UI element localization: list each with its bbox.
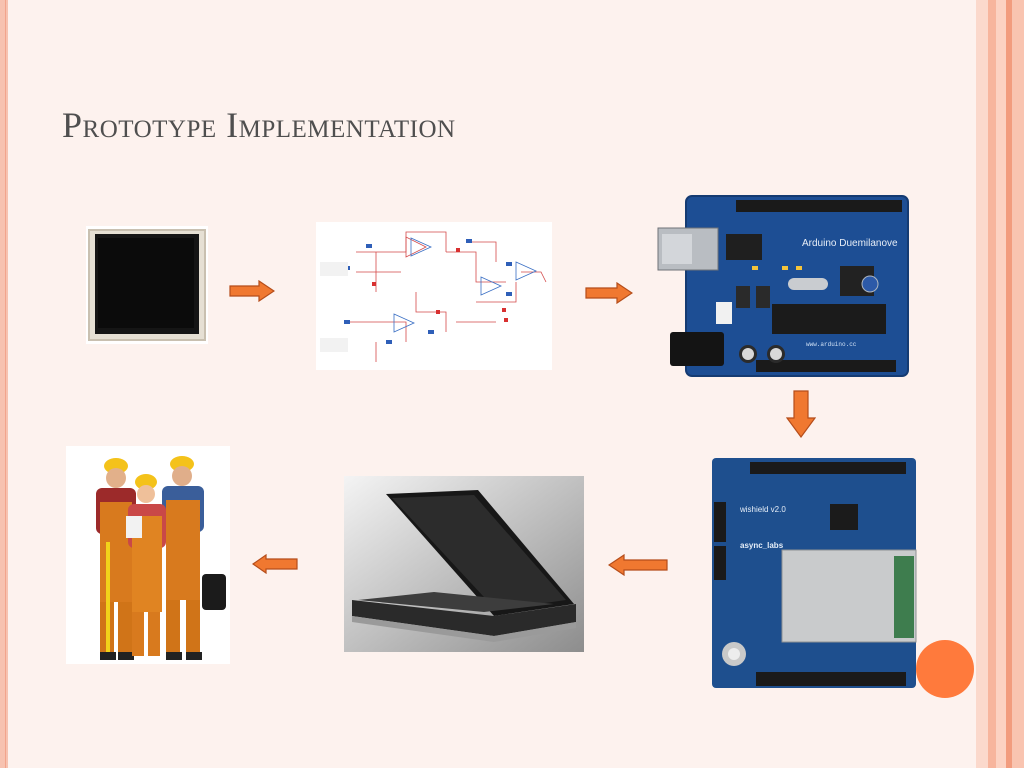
arrow-left-2 [251, 553, 298, 579]
workers-image [66, 446, 230, 664]
sensor-patch-image [86, 226, 208, 344]
left-border [0, 0, 8, 768]
right-border-stripes [976, 0, 1024, 768]
arduino-label: Arduino Duemilanove [802, 238, 898, 249]
slide-title: Prototype Implementation [62, 105, 456, 145]
wishield-label: wishield v2.0 [739, 505, 786, 514]
arduino-board-image: Arduino Duemilanove www.arduino.cc [656, 194, 910, 378]
arduino-url: www.arduino.cc [806, 341, 857, 348]
laptop-image [344, 476, 584, 652]
circuit-schematic-image [316, 222, 552, 370]
arrow-right-2 [585, 281, 634, 309]
wishield-board-image: wishield v2.0 async_labs [712, 458, 920, 690]
accent-circle [916, 640, 974, 698]
arrow-left-1 [607, 553, 668, 581]
arrow-right-1 [229, 279, 276, 307]
wishield-brand: async_labs [740, 541, 784, 550]
arrow-down [785, 390, 817, 443]
